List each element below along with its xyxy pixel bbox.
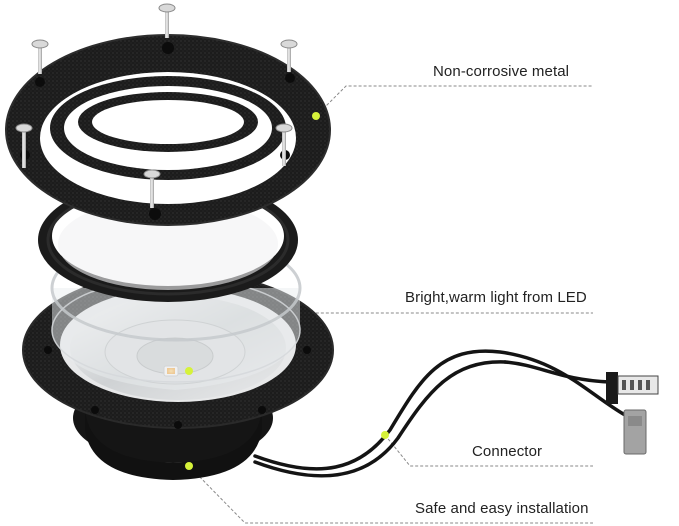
screws bbox=[15, 3, 298, 208]
leader-line-connector bbox=[384, 434, 593, 467]
marker-dot bbox=[381, 431, 389, 439]
screw-icon bbox=[143, 169, 161, 208]
screw-icon bbox=[31, 39, 49, 74]
screw-icon bbox=[275, 123, 293, 166]
callout-non-corrosive-metal: Non-corrosive metal bbox=[433, 63, 570, 80]
leader-line-led bbox=[188, 312, 593, 372]
top-bezel-ring bbox=[5, 34, 331, 226]
screw-icon bbox=[280, 39, 298, 72]
leader-lines bbox=[188, 85, 593, 524]
cable bbox=[253, 349, 627, 478]
callout-markers bbox=[185, 112, 389, 470]
marker-dot bbox=[185, 462, 193, 470]
leader-line-installation bbox=[188, 465, 593, 524]
marker-dot bbox=[185, 367, 193, 375]
marker-dot bbox=[312, 112, 320, 120]
screw-icon bbox=[158, 3, 176, 38]
leader-line-metal bbox=[315, 85, 593, 117]
callout-led-light: Bright,warm light from LED bbox=[405, 289, 587, 306]
connector-icon bbox=[606, 372, 659, 455]
screw-icon bbox=[15, 123, 33, 168]
callout-connector: Connector bbox=[472, 443, 543, 460]
callout-installation: Safe and easy installation bbox=[415, 500, 589, 517]
